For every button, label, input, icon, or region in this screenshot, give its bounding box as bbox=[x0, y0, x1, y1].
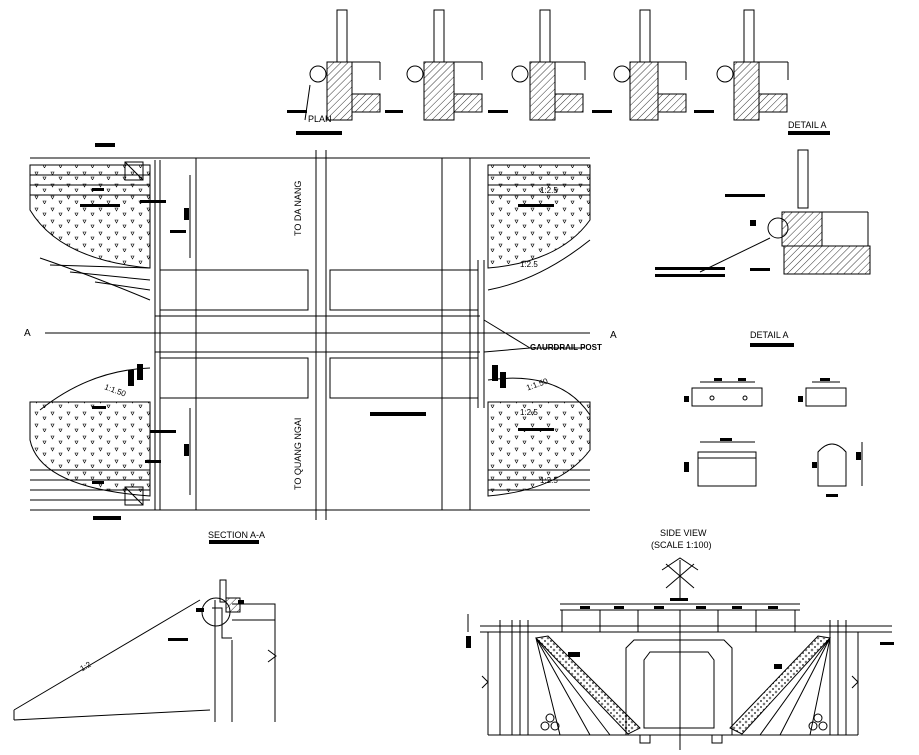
top-detail-row bbox=[287, 9, 830, 135]
section-title: SECTION A-A bbox=[208, 530, 266, 540]
slope-label: 1:2.5 bbox=[540, 186, 558, 195]
plan-view bbox=[29, 143, 591, 520]
top-detail-1 bbox=[304, 9, 381, 121]
top-detail-3 bbox=[511, 9, 586, 121]
side-view-title: SIDE VIEW bbox=[660, 528, 707, 538]
slope-label: 1:2.5 bbox=[540, 476, 558, 485]
plan-title: PLAN bbox=[308, 114, 332, 124]
side-view bbox=[466, 557, 894, 750]
top-detail-4 bbox=[613, 9, 687, 121]
to-da-nang-label: TO DA NANG bbox=[293, 180, 303, 236]
top-detail-5 bbox=[716, 9, 789, 121]
detail-a-title-top: DETAIL A bbox=[788, 120, 827, 130]
detail-a-mid bbox=[684, 343, 863, 497]
slope-label: 1:2.5 bbox=[520, 408, 538, 417]
section-marker-left: A bbox=[24, 328, 31, 339]
slope-label: 1:2.5 bbox=[520, 260, 538, 269]
detail-a-title-mid: DETAIL A bbox=[750, 330, 789, 340]
section-marker-right: A bbox=[610, 330, 617, 341]
detail-a-top bbox=[655, 149, 871, 277]
top-detail-2 bbox=[406, 9, 483, 121]
guardrail-post-label: GAURDRAIL POST bbox=[530, 343, 602, 352]
section-a-a bbox=[13, 540, 277, 722]
to-quang-ngai-label: TO QUANG NGAI bbox=[293, 417, 303, 490]
side-view-scale: (SCALE 1:100) bbox=[651, 540, 712, 550]
